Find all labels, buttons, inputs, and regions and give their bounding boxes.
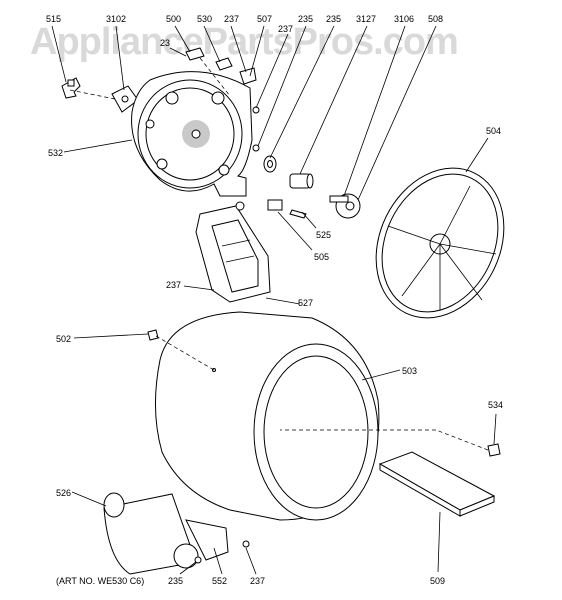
callout-552: 552 <box>212 576 227 586</box>
part-509-baffle <box>378 451 496 517</box>
callout-527: 527 <box>298 298 313 308</box>
callout-3127: 3127 <box>356 14 376 24</box>
callout-503: 503 <box>402 366 417 376</box>
callout-530: 530 <box>197 14 212 24</box>
callout-515: 515 <box>46 14 61 24</box>
callout-509: 509 <box>430 576 445 586</box>
bearing-assembly <box>263 155 361 219</box>
callout-502: 502 <box>56 334 71 344</box>
callout-235: 235 <box>298 14 313 24</box>
part-503-drum <box>155 311 380 521</box>
callout-505: 505 <box>314 252 329 262</box>
callout-526: 526 <box>56 488 71 498</box>
part-532-rear-bulkhead <box>131 71 253 197</box>
part-527-support-bracket <box>195 201 271 303</box>
callout-507: 507 <box>257 14 272 24</box>
callout-3102: 3102 <box>106 14 126 24</box>
part-504-rear-screen <box>375 167 505 319</box>
callout-237: 237 <box>250 576 265 586</box>
hardware-cluster-top <box>185 47 260 152</box>
callout-237: 237 <box>278 24 293 34</box>
callout-525: 525 <box>316 230 331 240</box>
callout-500: 500 <box>166 14 181 24</box>
watermark: AppliancePartsPros.com <box>30 21 458 63</box>
callout-235: 235 <box>168 576 183 586</box>
callout-23: 23 <box>160 38 170 48</box>
callout-237: 237 <box>166 280 181 290</box>
part-515-bracket <box>61 77 121 101</box>
callout-534: 534 <box>488 400 503 410</box>
callout-508: 508 <box>428 14 443 24</box>
art-number: (ART NO. WE530 C6) <box>56 576 144 586</box>
callout-532: 532 <box>48 148 63 158</box>
callout-504: 504 <box>486 126 501 136</box>
callout-237: 237 <box>224 14 239 24</box>
part-526-heater <box>103 492 250 575</box>
callout-235: 235 <box>326 14 341 24</box>
part-534-screw <box>280 429 501 457</box>
part-502-screw <box>147 329 215 371</box>
parts-505-525 <box>267 199 307 219</box>
leader-lines <box>51 25 497 575</box>
callout-3106: 3106 <box>394 14 414 24</box>
